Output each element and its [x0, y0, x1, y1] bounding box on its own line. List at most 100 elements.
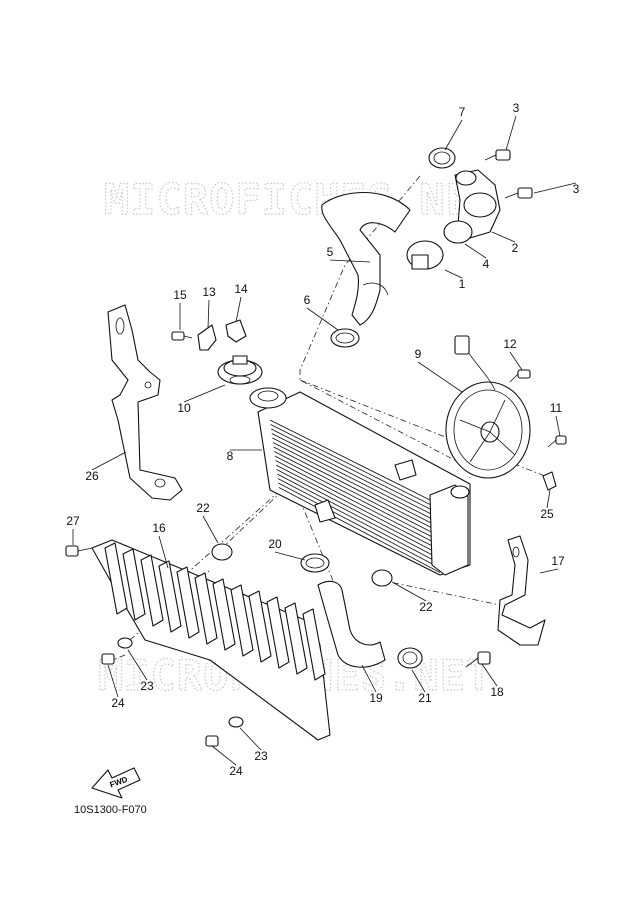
thermostat-housing-part-2 — [454, 169, 501, 239]
callout-c22b: 22 — [419, 600, 433, 614]
radiator-fin — [277, 473, 441, 560]
bolt-part-18 — [465, 651, 491, 668]
leader-line-c24a — [107, 664, 119, 698]
callout-c26: 26 — [85, 469, 99, 483]
screw-part-12 — [509, 369, 531, 383]
radiator-fin — [270, 424, 441, 510]
lower-hose-part-19 — [317, 580, 386, 668]
leader-line-c14 — [235, 296, 242, 323]
callout-c20: 20 — [268, 537, 282, 551]
drawing-code: 10S1300-F070 — [74, 804, 147, 816]
forward-direction-arrow: FWD — [91, 767, 141, 799]
radiator-fin — [274, 451, 441, 537]
callout-c24b: 24 — [229, 764, 243, 778]
guard-louver — [140, 554, 164, 627]
callout-c4: 4 — [483, 257, 490, 271]
callout-c12: 12 — [503, 337, 517, 351]
guard-louver — [104, 542, 128, 615]
guard-louver — [266, 596, 290, 669]
callout-c6: 6 — [304, 293, 311, 307]
leader-line-c17 — [539, 568, 559, 574]
callout-c2: 2 — [512, 241, 519, 255]
collar-part-23-lower — [228, 716, 244, 728]
radiator-fin — [274, 455, 441, 542]
guard-louver — [230, 584, 254, 657]
guard-louver — [284, 602, 308, 675]
callout-c17: 17 — [551, 554, 565, 568]
watermark-top: MICROFICHES.NET — [104, 175, 498, 224]
o-ring-part-4 — [443, 220, 473, 244]
guard-louver — [194, 572, 218, 645]
leader-line-c22b — [391, 581, 427, 602]
radiator-fin — [276, 469, 441, 555]
radiator-fin — [278, 487, 441, 573]
guard-louver — [302, 608, 326, 681]
leader-line-c5 — [329, 259, 371, 263]
collar-part-23-upper — [117, 637, 133, 649]
leader-line-c6 — [306, 307, 339, 331]
callout-c21: 21 — [418, 691, 432, 705]
leader-line-c1 — [444, 269, 463, 279]
guard-louver — [176, 566, 200, 639]
leader-line-c3a — [505, 115, 517, 151]
leader-line-c2 — [491, 231, 516, 243]
leader-line-c24b — [211, 745, 237, 766]
radiator-fin — [277, 478, 441, 564]
clip-part-13 — [197, 324, 217, 351]
bolt-part-3-right — [504, 187, 533, 199]
leader-line-c3b — [533, 182, 577, 194]
callout-c14: 14 — [234, 282, 248, 296]
bolt-part-24-upper — [101, 653, 115, 665]
callout-c16: 16 — [152, 521, 166, 535]
clip-part-14 — [225, 319, 247, 343]
callout-c7: 7 — [459, 105, 466, 119]
leader-line-c23a — [127, 649, 148, 681]
callout-c9: 9 — [415, 347, 422, 361]
callout-c18: 18 — [490, 685, 504, 699]
grommet-part-22-left — [211, 543, 233, 561]
callout-c3a: 3 — [513, 101, 520, 115]
leader-line-c10 — [183, 384, 226, 403]
leader-line-c26 — [91, 451, 127, 471]
callout-c27: 27 — [66, 514, 80, 528]
guard-louver — [212, 578, 236, 651]
callout-c10: 10 — [177, 401, 191, 415]
guard-louver — [248, 590, 272, 663]
radiator-fin — [275, 464, 441, 551]
leader-line-c9 — [417, 361, 463, 393]
callout-c22a: 22 — [196, 501, 210, 515]
leader-line-c23b — [239, 727, 262, 751]
leader-line-c19 — [361, 664, 377, 693]
thermostat-part-1 — [406, 240, 444, 270]
callout-c19: 19 — [369, 691, 383, 705]
radiator-guard-part-16 — [91, 539, 331, 741]
guard-louver — [158, 560, 182, 633]
callout-c13: 13 — [202, 285, 216, 299]
screw-part-15 — [171, 331, 193, 341]
callout-c15: 15 — [173, 288, 187, 302]
screw-part-11 — [547, 435, 567, 448]
leader-line-c16 — [158, 535, 169, 569]
radiator-fin — [273, 446, 441, 533]
hose-clamp-part-7 — [428, 147, 456, 169]
callout-c24a: 24 — [111, 696, 125, 710]
callout-c1: 1 — [459, 277, 466, 291]
radiator-fin — [271, 433, 441, 519]
hose-clamp-part-21 — [397, 647, 423, 669]
leader-line-c11 — [555, 415, 561, 437]
leader-line-c22a — [202, 515, 219, 544]
leader-line-c7 — [444, 119, 463, 151]
grommet-part-25 — [542, 471, 557, 491]
bolt-part-24-lower — [205, 735, 219, 747]
callout-c3b: 3 — [573, 182, 580, 196]
callout-c11: 11 — [550, 401, 563, 415]
radiator-fin — [275, 460, 441, 546]
grommet-part-22-right — [371, 569, 393, 587]
callout-c5: 5 — [327, 245, 334, 259]
screw-part-27 — [65, 545, 93, 557]
hose-clamp-part-6 — [330, 328, 360, 348]
leader-line-c18 — [481, 663, 498, 687]
leader-line-c13 — [207, 299, 210, 329]
upper-hose-part-5 — [321, 192, 411, 326]
